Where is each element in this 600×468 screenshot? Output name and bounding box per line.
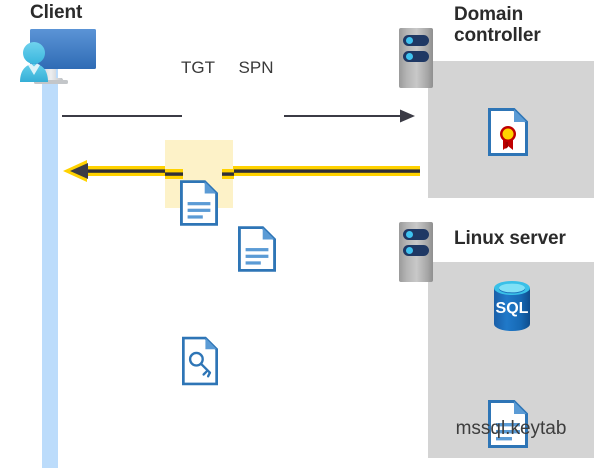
- certificate-document-icon: [488, 108, 600, 156]
- rack-led-icon: [406, 53, 413, 60]
- rack-bay: [403, 35, 429, 46]
- client-lifeline: [42, 60, 58, 468]
- linux-server-title: Linux server: [454, 228, 566, 249]
- sql-database-icon: SQL: [484, 278, 540, 339]
- rack-bay: [403, 245, 429, 256]
- linux-server-server-rack-icon: [399, 222, 433, 282]
- user-with-monitor-icon: [6, 26, 98, 95]
- response-arrow: [62, 158, 420, 189]
- keytab-document-icon: [488, 400, 600, 448]
- rack-led-icon: [406, 231, 413, 238]
- response-arrow-over-highlight-right: [222, 166, 234, 184]
- spn-label: SPN: [238, 58, 274, 77]
- domain-controller-title: Domain controller: [454, 4, 584, 47]
- domain-controller-title-line2: controller: [454, 25, 541, 47]
- domain-controller-server-rack-icon: [399, 28, 433, 88]
- request-arrow-segment-right: [284, 108, 416, 129]
- rack-bay: [403, 229, 429, 240]
- keytab-filename-label: mssql.keytab: [455, 418, 567, 439]
- key-document-icon: [182, 336, 600, 386]
- tgt-document-icon: [180, 180, 600, 226]
- response-arrow-over-highlight-left: [165, 166, 183, 184]
- rack-led-icon: [406, 247, 413, 254]
- request-arrow-segment-left: [62, 108, 182, 129]
- spn-document-icon: [238, 226, 600, 272]
- rack-bay: [403, 51, 429, 62]
- svg-text:SQL: SQL: [496, 300, 529, 317]
- tgt-label: TGT: [181, 58, 215, 77]
- domain-controller-title-line1: Domain: [454, 4, 524, 25]
- rack-led-icon: [406, 37, 413, 44]
- client-title: Client: [30, 2, 83, 23]
